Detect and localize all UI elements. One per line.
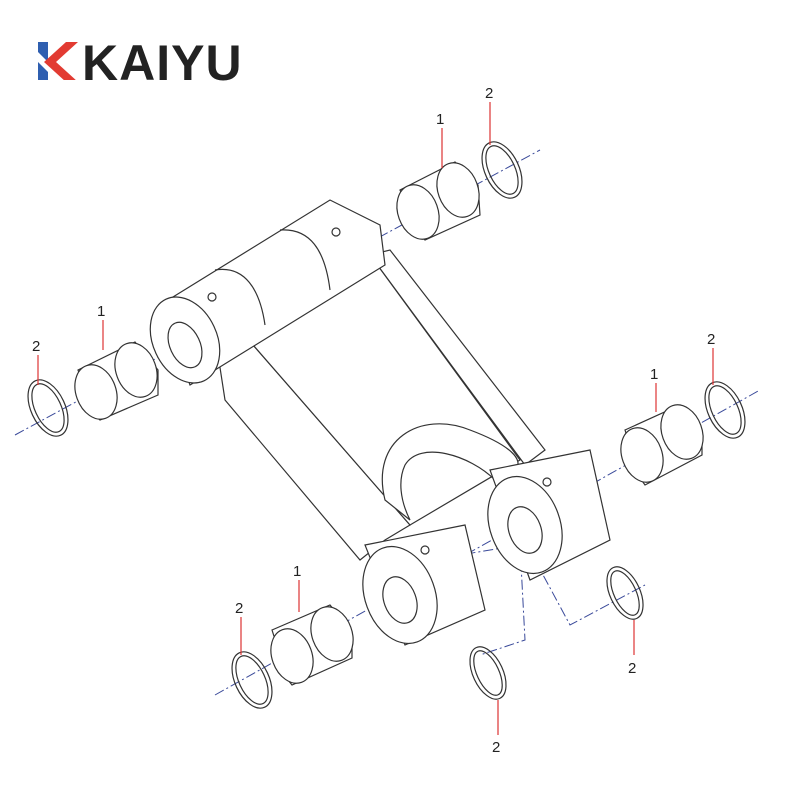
callout-seal-top: 2 <box>485 85 493 102</box>
callout-seal-right: 2 <box>707 331 715 348</box>
callout-seal-bottom-left: 2 <box>235 600 243 617</box>
logo-text: KAIYU <box>82 35 243 91</box>
callout-seal-bottom-center: 2 <box>492 739 500 756</box>
callout-bushing-right: 1 <box>650 366 658 383</box>
axis-offset-right <box>534 559 646 626</box>
leader-lines <box>37 102 714 735</box>
callout-bushing-bottom: 1 <box>293 563 301 580</box>
callout-seal-bottom-right: 2 <box>628 660 636 677</box>
callout-seal-left: 2 <box>32 338 40 355</box>
bushing-right <box>620 404 704 486</box>
bushing-left <box>74 341 159 421</box>
callout-bushing-left: 1 <box>97 303 105 320</box>
callout-bushing-top: 1 <box>436 111 444 128</box>
seal-rings <box>27 141 746 709</box>
bushing-bottom <box>270 604 354 686</box>
axis-offset-left <box>429 544 526 656</box>
logo-mark-icon <box>38 42 78 80</box>
frame <box>149 199 611 646</box>
bushing-top <box>396 161 481 241</box>
